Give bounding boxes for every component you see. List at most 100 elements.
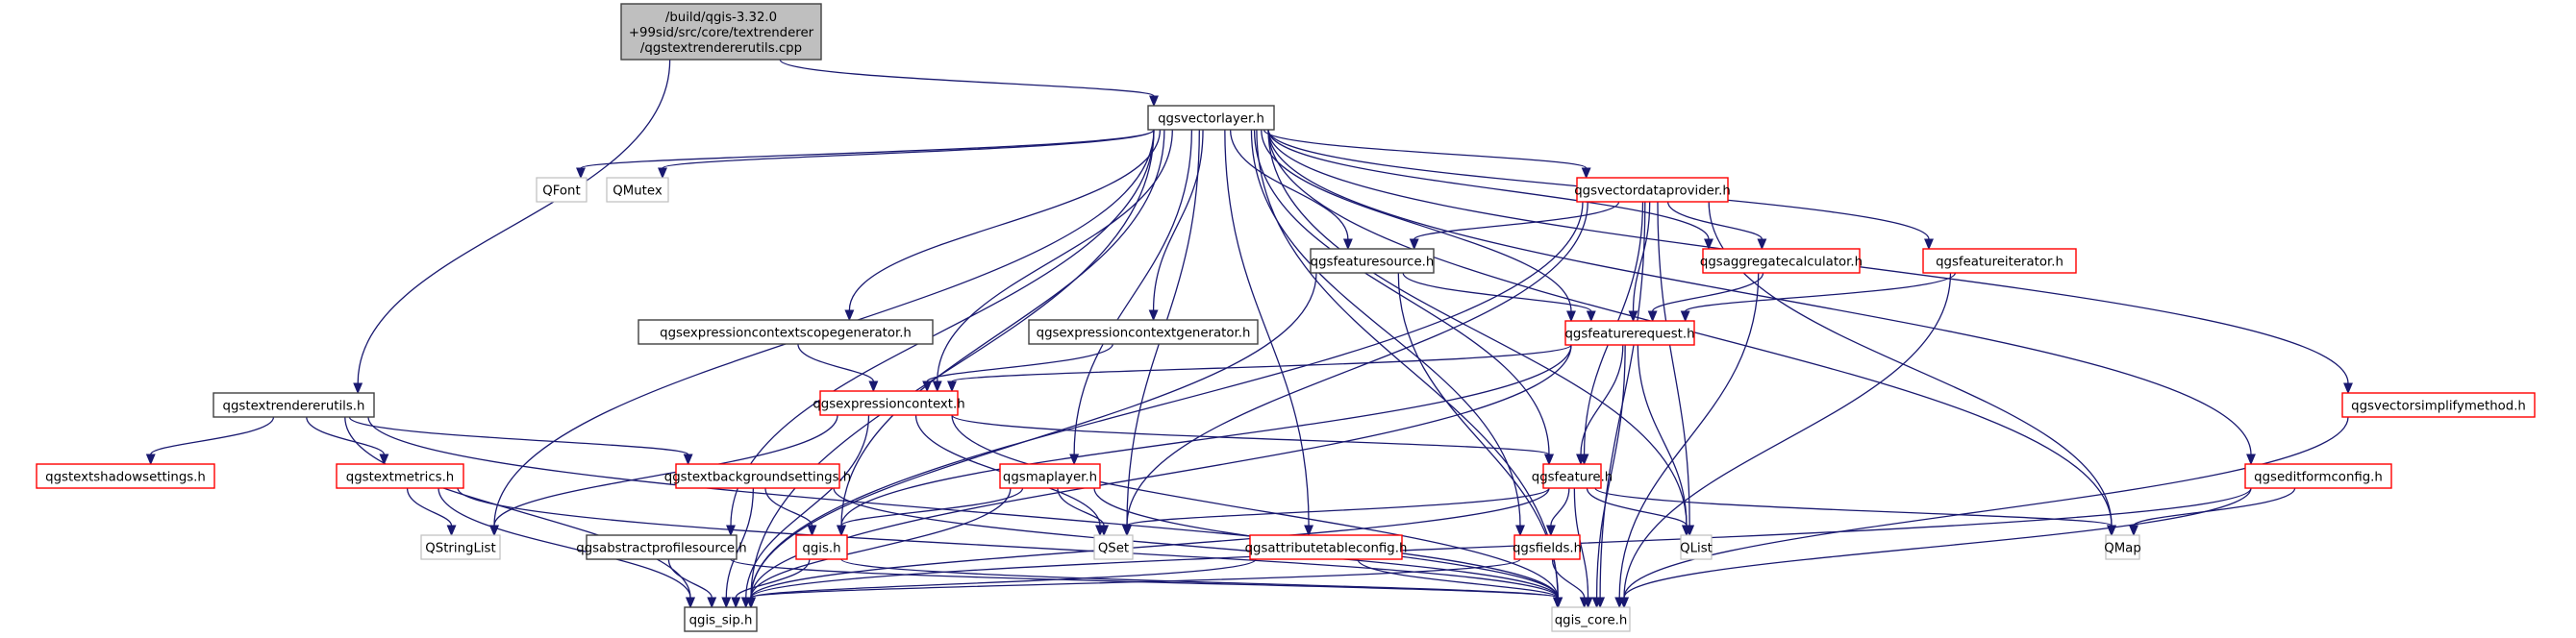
node-qgsmaplayer[interactable]: qgsmaplayer.h bbox=[999, 463, 1101, 489]
node-qgsvectorlayer[interactable]: qgsvectorlayer.h bbox=[1147, 105, 1275, 131]
arrowhead-qgsvectorlayer-to-qgseditformconfig bbox=[2246, 454, 2256, 466]
edge-qgsvectorlayer-to-qgsattributetableconfig bbox=[1224, 129, 1310, 527]
arrowhead-qgsvectordataprovider-to-qgsaggregatecalculator bbox=[1757, 238, 1767, 251]
edge-qgsexpressioncontext-to-qgis_core bbox=[951, 414, 1559, 599]
node-qgsfeaturesource[interactable]: qgsfeaturesource.h bbox=[1310, 248, 1435, 274]
node-label-qgsfeaturerequest: qgsfeaturerequest.h bbox=[1564, 328, 1694, 342]
node-qgstextmetrics[interactable]: qgstextmetrics.h bbox=[336, 463, 464, 489]
arrowhead-qgsvectorlayer-to-qgsfeaturesource bbox=[1342, 238, 1353, 251]
edge-qgsvectordataprovider-to-qgsfeaturerequest bbox=[1632, 201, 1651, 312]
node-qgseditformconfig[interactable]: qgseditformconfig.h bbox=[2244, 463, 2392, 489]
arrowhead-qgis-to-qgis_sip bbox=[731, 597, 741, 609]
node-qgsexpressioncontext[interactable]: qgsexpressioncontext.h bbox=[813, 390, 965, 416]
node-label-qgis_sip: qgis_sip.h bbox=[689, 614, 753, 628]
edge-qgstextrendererutils-to-qgis_sip bbox=[344, 416, 691, 599]
edge-qgsvectorlayer-to-qgsexpressioncontextgenerator bbox=[1152, 129, 1204, 311]
edge-qgsvectordataprovider-to-qgsaggregatecalculator bbox=[1666, 201, 1763, 240]
arrowhead-qgsvectorlayer-to-qgsfields bbox=[1515, 525, 1525, 537]
node-qgis_core: qgis_core.h bbox=[1551, 606, 1631, 632]
arrowhead-qgsvectorsimplifymethod-to-qgis_core bbox=[1619, 597, 1629, 609]
edge-qgsvectorlayer-to-qgsvectordataprovider bbox=[1263, 129, 1588, 169]
arrowhead-qgstextmetrics-to-qgis_sip bbox=[686, 597, 695, 609]
node-qgsabstractprofilesource[interactable]: qgsabstractprofilesource.h bbox=[576, 534, 747, 560]
arrowhead-qgsvectorlayer-to-qgsattributetableconfig bbox=[1304, 525, 1314, 537]
edge-qgsfields-to-qgis_core bbox=[1551, 558, 1586, 599]
node-label-qgsexpressioncontextscopegenerator: qgsexpressioncontextscopegenerator.h bbox=[660, 327, 912, 341]
edge-qgstextbackgroundsettings-to-qgis bbox=[764, 487, 813, 527]
node-label-qgsmaplayer: qgsmaplayer.h bbox=[1003, 471, 1097, 485]
node-QSet: QSet bbox=[1093, 534, 1134, 560]
edge-qgsvectorlayer-to-qgsfields bbox=[1250, 129, 1521, 527]
edge-qgsmaplayer-to-qgis_sip bbox=[750, 487, 1012, 599]
node-qgsattributetableconfig[interactable]: qgsattributetableconfig.h bbox=[1245, 534, 1408, 560]
edge-qgseditformconfig-to-qgis_core bbox=[1623, 487, 2252, 599]
node-box-qgsexpressioncontext bbox=[819, 390, 959, 416]
edge-qgsfeaturesource-to-qgsfeaturerequest bbox=[1402, 272, 1592, 312]
node-label-qgseditformconfig: qgseditformconfig.h bbox=[2254, 471, 2383, 485]
node-box-qgstextrendererutils bbox=[213, 392, 375, 418]
edge-qgsvectorlayer-to-qgis_sip bbox=[750, 129, 1155, 599]
arrowhead-root-to-qgstextrendererutils bbox=[353, 382, 363, 395]
node-root[interactable]: /build/qgis-3.32.0+99sid/src/core/textre… bbox=[620, 3, 822, 61]
edges-layer bbox=[145, 59, 2353, 609]
edge-qgsvectorlayer-to-qgsexpressioncontextscopegenerator bbox=[848, 129, 1162, 311]
node-qgsexpressioncontextscopegenerator[interactable]: qgsexpressioncontextscopegenerator.h bbox=[638, 319, 934, 345]
arrowhead-qgstextrendererutils-to-qgstextshadowsettings bbox=[145, 454, 156, 466]
arrowhead-qgsattributetableconfig-to-qgis_core bbox=[1553, 597, 1563, 609]
node-qgsfeature[interactable]: qgsfeature.h bbox=[1532, 463, 1613, 489]
arrowhead-qgsfeatureiterator-to-qgsfeaturerequest bbox=[1680, 310, 1690, 323]
node-label-qgstextrendererutils: qgstextrendererutils.h bbox=[223, 400, 365, 414]
edge-qgsvectorlayer-to-qgis bbox=[840, 129, 1165, 527]
arrowhead-qgsvectordataprovider-to-qgsfeaturerequest bbox=[1628, 310, 1638, 323]
node-box-qgsattributetableconfig bbox=[1249, 534, 1403, 560]
node-box-qgsfeaturerequest bbox=[1564, 320, 1695, 346]
arrowhead-qgsfeaturerequest-to-qgsfeature bbox=[1576, 454, 1586, 466]
node-box-qgstextmetrics bbox=[336, 463, 464, 489]
node-box-qgsfeaturesource bbox=[1310, 248, 1435, 274]
node-box-qgsvectordataprovider bbox=[1576, 177, 1729, 203]
node-label-root: /qgstextrendererutils.cpp bbox=[640, 41, 802, 56]
edge-qgsvectorlayer-to-qgseditformconfig bbox=[1267, 129, 2252, 455]
node-qgstextbackgroundsettings[interactable]: qgstextbackgroundsettings.h bbox=[664, 463, 851, 489]
edge-qgsfeaturerequest-to-qgsfeature bbox=[1580, 344, 1624, 455]
node-qgsfields[interactable]: qgsfields.h bbox=[1513, 534, 1582, 560]
node-qgsvectordataprovider[interactable]: qgsvectordataprovider.h bbox=[1574, 177, 1731, 203]
node-box-QSet bbox=[1093, 534, 1134, 560]
node-label-QMutex: QMutex bbox=[613, 184, 663, 199]
node-label-qgsfeaturesource: qgsfeaturesource.h bbox=[1311, 256, 1435, 270]
node-box-qgis_core bbox=[1551, 606, 1631, 632]
edge-qgstextbackgroundsettings-to-qgis_core bbox=[833, 487, 1559, 599]
node-qgsexpressioncontextgenerator[interactable]: qgsexpressioncontextgenerator.h bbox=[1028, 319, 1259, 345]
node-box-qgsaggregatecalculator bbox=[1702, 248, 1861, 274]
edge-qgsfeaturerequest-to-qgis bbox=[840, 344, 1572, 527]
node-qgstextshadowsettings[interactable]: qgstextshadowsettings.h bbox=[36, 463, 215, 489]
node-qgstextrendererutils[interactable]: qgstextrendererutils.h bbox=[213, 392, 375, 418]
edge-qgsvectorlayer-to-qgis_core bbox=[1256, 129, 1559, 599]
node-box-qgsfeature bbox=[1542, 463, 1602, 489]
node-label-qgsfeatureiterator: qgsfeatureiterator.h bbox=[1936, 256, 2063, 270]
arrowhead-qgstextmetrics-to-QStringList bbox=[446, 525, 457, 537]
arrowhead-qgsvectorlayer-to-qgsexpressioncontext bbox=[932, 380, 942, 393]
edge-qgsvectordataprovider-to-qgsfeaturesource bbox=[1413, 201, 1620, 240]
node-box-qgsexpressioncontextscopegenerator bbox=[638, 319, 934, 345]
node-qgsfeatureiterator[interactable]: qgsfeatureiterator.h bbox=[1922, 248, 2077, 274]
arrowhead-qgsvectorlayer-to-qgsexpressioncontextscopegenerator bbox=[844, 309, 855, 322]
node-QList: QList bbox=[1680, 534, 1713, 560]
node-qgis[interactable]: qgis.h bbox=[795, 534, 848, 560]
edge-qgsvectorlayer-to-qgsexpressioncontext bbox=[937, 129, 1173, 382]
node-qgsfeaturerequest[interactable]: qgsfeaturerequest.h bbox=[1564, 320, 1695, 346]
edge-qgsfeaturesource-to-qgis_sip bbox=[750, 272, 1317, 599]
arrowhead-qgstextrendererutils-to-qgstextmetrics bbox=[379, 454, 389, 466]
node-qgsvectorsimplifymethod[interactable]: qgsvectorsimplifymethod.h bbox=[2341, 392, 2536, 418]
arrowhead-qgsvectorlayer-to-qgsaggregatecalculator bbox=[1704, 238, 1713, 251]
arrowhead-qgsfields-to-qgis_core bbox=[1579, 597, 1589, 609]
node-qgis_sip[interactable]: qgis_sip.h bbox=[684, 606, 758, 632]
edge-qgstextmetrics-to-qgis_core bbox=[457, 487, 1559, 599]
node-qgsaggregatecalculator[interactable]: qgsaggregatecalculator.h bbox=[1700, 248, 1863, 274]
edge-qgstextmetrics-to-QStringList bbox=[406, 487, 453, 527]
arrowhead-qgsvectorlayer-to-qgsfeatureiterator bbox=[1924, 238, 1934, 251]
node-label-qgsexpressioncontextgenerator: qgsexpressioncontextgenerator.h bbox=[1037, 327, 1251, 341]
arrowhead-qgsfeature-to-QSet bbox=[1122, 525, 1132, 537]
arrowhead-qgsfeaturerequest-to-qgis_core bbox=[1591, 597, 1602, 609]
edge-qgsvectordataprovider-to-qgis_sip bbox=[750, 201, 1584, 599]
